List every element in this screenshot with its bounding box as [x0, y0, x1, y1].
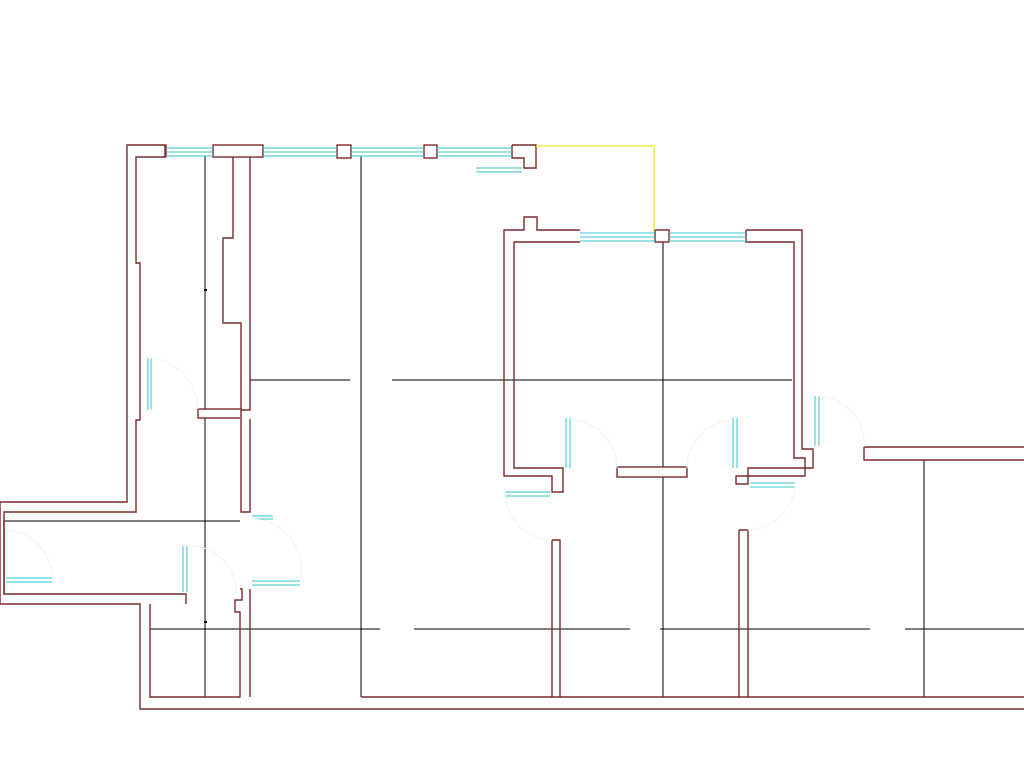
interior-partition [616, 466, 688, 478]
interior-wall-column [222, 157, 251, 411]
door-swing-arc [251, 518, 302, 582]
door-swing-arcs [5, 357, 865, 595]
exterior-wall-west [0, 144, 1024, 710]
highlight-line [536, 145, 655, 230]
walls [0, 144, 1024, 710]
door-swing-arc [747, 484, 796, 531]
window-pier [423, 144, 438, 159]
door-swing-arc [5, 529, 53, 579]
exterior-wall-east [863, 446, 1024, 461]
door-swing-arc [818, 395, 865, 448]
window-pier [654, 229, 670, 243]
door-swing-arc [149, 357, 199, 410]
door-swing-arc [186, 545, 237, 595]
grid-marker [204, 621, 207, 623]
door-swing-arc [686, 419, 734, 469]
door-swing-arc [569, 419, 618, 469]
interior-partition [551, 539, 561, 698]
window-pier [511, 144, 537, 169]
door-swing-arc [504, 493, 553, 541]
door-lintel [197, 408, 242, 419]
grid-marker [204, 289, 207, 291]
window-glazing [6, 147, 820, 592]
window-pier [212, 144, 264, 158]
window-pier [164, 144, 167, 158]
exterior-wall-block [503, 216, 580, 493]
exterior-wall-block [735, 229, 814, 485]
interior-partition [738, 529, 749, 698]
exterior-wall-west-inner [3, 156, 187, 604]
interior-wall-column [240, 419, 251, 513]
window-pier [336, 144, 352, 159]
interior-wall-south [149, 588, 243, 698]
